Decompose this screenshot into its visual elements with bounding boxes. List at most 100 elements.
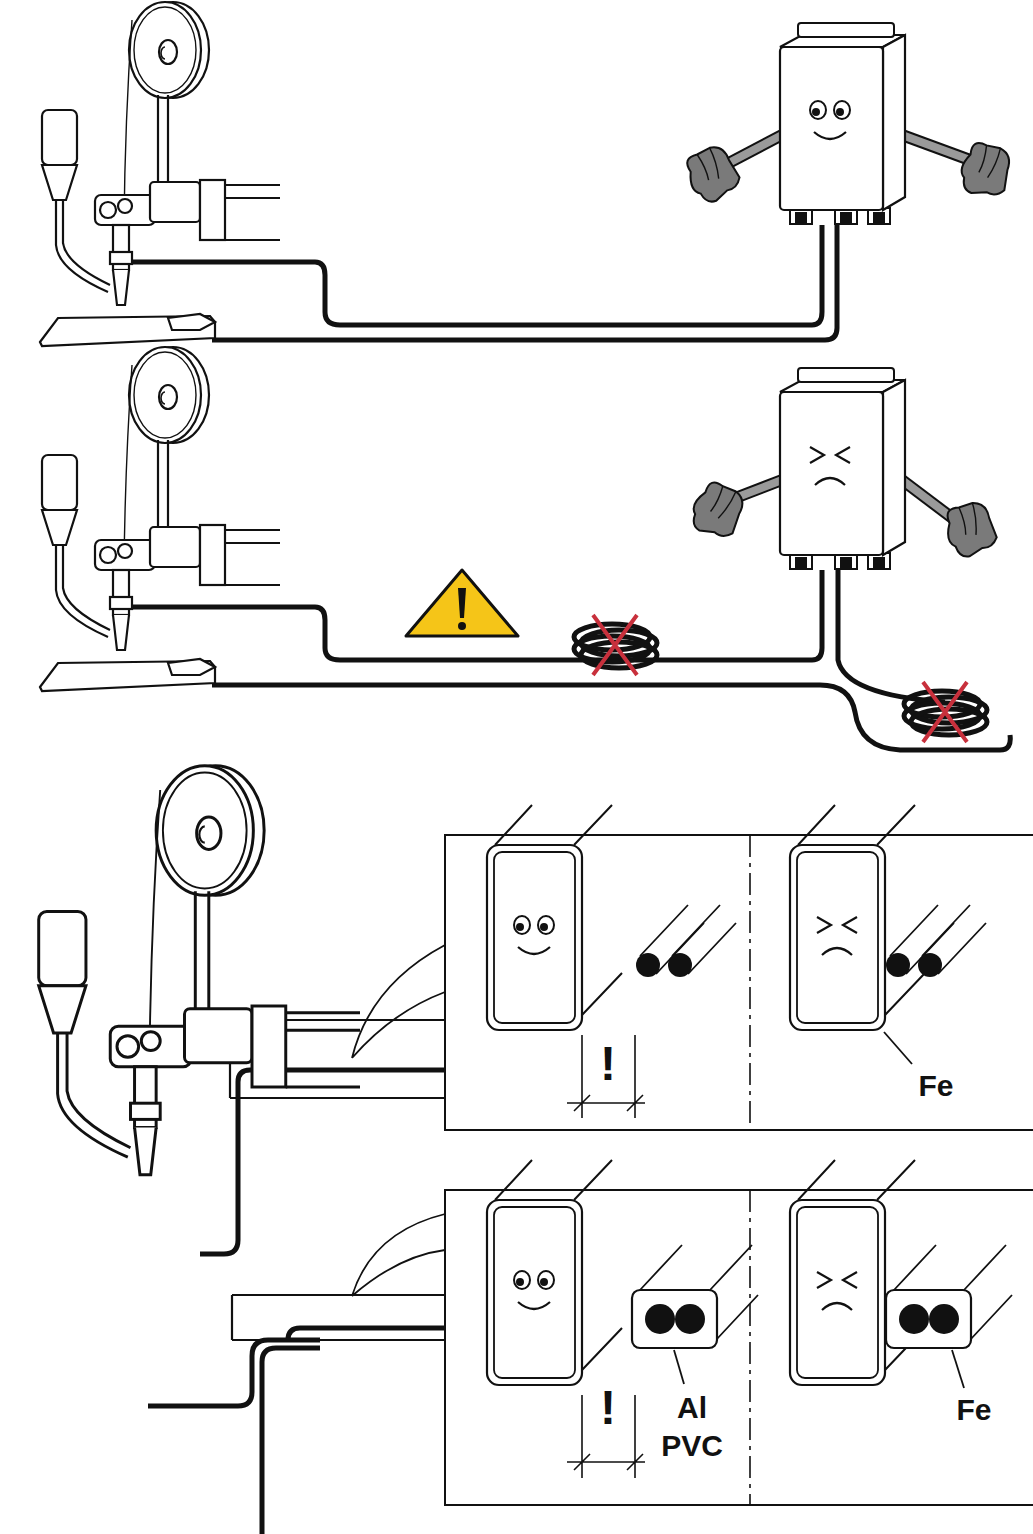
smile — [814, 132, 846, 139]
glove-shape — [682, 142, 744, 207]
material-label: Fe — [918, 1071, 953, 1101]
box-side — [883, 380, 905, 555]
frown — [822, 1303, 852, 1310]
feed-roller — [100, 202, 116, 218]
pupil — [836, 108, 844, 116]
torch-cable — [130, 570, 822, 660]
arm-cable — [262, 1348, 320, 1534]
power-source — [682, 23, 1017, 224]
leader-line — [884, 1032, 912, 1064]
cable-section — [645, 1304, 675, 1334]
socket — [840, 212, 852, 224]
feed-roller — [118, 544, 132, 558]
cable-duct — [886, 1245, 1012, 1348]
attention-mark: ! — [600, 1384, 616, 1432]
arm-flange — [200, 180, 225, 240]
leader-line — [952, 1350, 964, 1388]
robot-arm — [232, 1295, 445, 1340]
glove-fingers — [976, 144, 1001, 179]
panel-divider — [749, 1190, 751, 1505]
box-side — [883, 35, 905, 210]
beam-face — [790, 845, 885, 1030]
dimension-line — [567, 1035, 645, 1118]
material-label: PVC — [661, 1431, 723, 1461]
welding-head — [39, 766, 360, 1175]
arm-cable — [200, 1070, 445, 1254]
nozzle-tip — [113, 270, 129, 305]
powder-hopper — [42, 455, 77, 510]
cable-pair — [886, 905, 986, 977]
torch-body — [110, 1026, 191, 1067]
nozzle-collar — [110, 252, 132, 264]
ground-clamp — [168, 659, 215, 675]
arm — [902, 135, 970, 160]
frown — [815, 478, 845, 485]
beam-inner — [797, 1207, 878, 1378]
warning-dot — [458, 622, 466, 630]
spool-axle-hole — [161, 392, 165, 404]
glove-fingers — [708, 484, 737, 519]
pupil — [540, 923, 548, 931]
glove-hand — [943, 500, 999, 559]
pupil — [516, 1278, 524, 1286]
eye — [538, 1271, 554, 1289]
leader-line — [674, 1350, 684, 1384]
detail-panel — [445, 835, 1033, 1130]
warning-bar — [458, 588, 466, 618]
wire-spool-rim — [134, 352, 196, 438]
eye — [810, 101, 826, 119]
arm-outline — [902, 135, 970, 160]
feed-roller — [100, 547, 116, 563]
arm-flange — [252, 1006, 286, 1087]
eye — [834, 101, 850, 119]
torch-body — [95, 540, 155, 570]
glove-shape — [684, 477, 751, 546]
warning-sign — [406, 570, 518, 636]
glove-hand — [682, 142, 744, 207]
squint-eyes — [817, 917, 857, 933]
wire-spool-rim — [163, 772, 247, 888]
box-lid — [798, 23, 894, 37]
feed-roller — [141, 1032, 160, 1051]
pupil — [516, 923, 524, 931]
nozzle-collar — [110, 597, 132, 609]
cable-section — [929, 1304, 959, 1334]
nozzle-collar — [131, 1103, 161, 1119]
robot-arm — [286, 1013, 360, 1087]
hopper-cone — [42, 165, 77, 200]
beam-inner — [494, 852, 575, 1023]
nozzle-tip — [135, 1128, 157, 1175]
hopper-cone — [39, 986, 86, 1033]
socket — [873, 557, 885, 569]
torch-body — [95, 195, 155, 225]
torch-mount — [150, 182, 200, 222]
ground-cable — [212, 225, 837, 340]
socket — [795, 557, 807, 569]
profile-beam — [487, 1160, 622, 1385]
powder-hopper — [42, 110, 77, 165]
squint-eyes — [817, 1272, 857, 1288]
eye — [514, 1271, 530, 1289]
welding-head — [40, 347, 280, 691]
material-label: Al — [677, 1393, 707, 1423]
beam-inner — [494, 1207, 575, 1378]
wire-spool — [156, 766, 253, 896]
box-front — [780, 47, 883, 210]
arm-outline — [725, 135, 782, 165]
cable-section — [675, 1304, 705, 1334]
cable-coil — [904, 682, 987, 742]
beam-face — [487, 845, 582, 1030]
box-lid — [798, 368, 894, 382]
glove-shape — [955, 138, 1017, 203]
feed-roller — [117, 1036, 139, 1058]
duct-face — [886, 1290, 971, 1348]
cable-section — [668, 953, 692, 977]
duct-face — [632, 1290, 717, 1348]
spool-axle — [159, 385, 177, 409]
feed-roller — [118, 199, 132, 213]
cable-pair — [636, 905, 736, 977]
glove-fingers — [696, 148, 721, 183]
wire-spool — [129, 2, 201, 98]
